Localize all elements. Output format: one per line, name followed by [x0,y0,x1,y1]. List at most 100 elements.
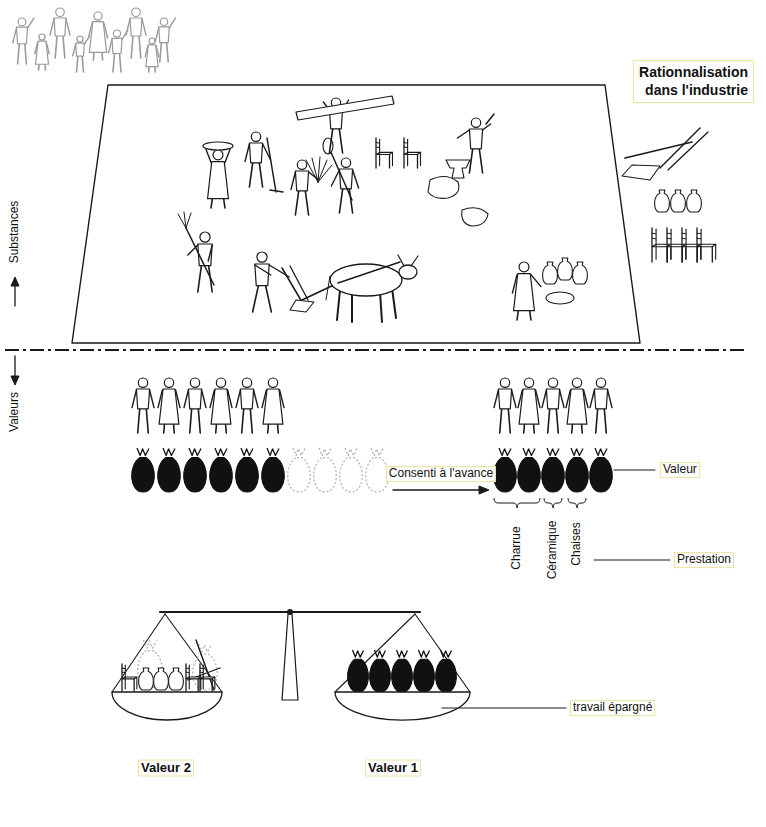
plow-figure [282,266,338,312]
chair-figure [697,244,716,246]
person-figure [240,389,253,409]
leader-line [442,708,566,709]
empty-bag [288,448,311,492]
person-figure [594,389,607,409]
pan-label: Valeur 2 [138,760,194,777]
crowd-person [13,28,17,43]
person-figure [200,232,210,242]
person-figure [542,378,564,433]
plow-figure [660,128,700,168]
vase-figure [139,668,154,690]
axis-label: Valeurs [8,390,22,434]
leader-label: Prestation [674,552,734,568]
chair-figure [203,665,204,677]
person-figure [259,163,262,187]
person-figure [146,409,148,433]
sheaf [318,165,332,182]
chair-figure [682,233,686,235]
value-bag [542,448,565,492]
chair-figure [404,147,408,149]
value-bag [518,458,541,492]
value-bag [414,659,435,692]
person-figure [604,409,606,433]
person-figure [245,132,283,192]
value-bag [236,458,259,492]
title-heading: Rationnalisation dans l'industrie [633,60,754,103]
person-figure [263,389,283,424]
plow-figure [625,142,692,158]
person-figure [519,262,529,272]
crowd-person [46,42,49,54]
empty-bag [340,458,363,492]
ox-figure [411,256,418,266]
person-figure [208,245,212,261]
person-figure [330,150,352,200]
empty-bag [293,448,305,455]
arrowhead [11,277,19,286]
value-bag [215,448,227,455]
balance-scale [165,614,222,692]
person-figure [483,124,491,130]
person-figure [190,409,192,433]
ox-figure [337,290,340,320]
chair-figure [389,155,390,169]
crowd-person [146,45,158,67]
vase-figure [543,262,558,284]
value-bag [267,448,279,455]
person-figure [536,390,540,408]
person-figure [469,129,482,149]
empty-bag [371,448,383,455]
arrowhead [479,486,489,494]
chair-figure [197,679,198,691]
hide [428,176,459,198]
crowd-person [13,18,34,64]
leader-line [594,560,670,561]
person-figure [471,118,480,127]
chair-figure [125,678,126,689]
person-figure [186,228,214,292]
person-figure [210,378,232,433]
chair-figure [667,238,671,240]
value-bag [436,659,457,692]
chair-figure [701,245,702,259]
person-figure [596,378,605,387]
axis-arrow [14,356,15,378]
empty-bag [340,448,363,492]
empty-bag [193,654,217,690]
person-figure [254,390,258,408]
crowd-person [145,46,148,57]
value-bag [571,448,583,455]
chair-figure [667,228,686,262]
person-figure [132,378,154,433]
person-figure [216,378,225,387]
value-bag [414,650,435,692]
divider-line [5,349,748,351]
chair-figure [701,229,702,245]
leader-line [614,470,655,471]
bracket-label: Chaises [570,520,584,567]
ox-figure [338,262,400,283]
crowd-person [18,18,26,26]
value-bag [210,458,233,492]
value-bag [547,448,559,455]
value-bag [392,650,413,692]
value-bag [566,448,589,492]
bracket [568,498,586,508]
chair-figure [656,245,657,259]
person-figure [184,390,188,408]
person-figure [341,158,350,167]
person-figure [236,378,258,433]
person-figure [208,162,229,199]
crowd-person [35,34,49,70]
person-figure [211,389,231,424]
chair-figure [652,233,656,235]
chair-figure [697,228,716,262]
balance-scale [112,609,566,720]
person-figure [268,378,277,387]
person-figure [255,265,271,275]
crowd-person [39,34,45,40]
chair-figure [652,228,671,262]
crowd-person [169,18,175,28]
empty-bag [314,458,337,492]
